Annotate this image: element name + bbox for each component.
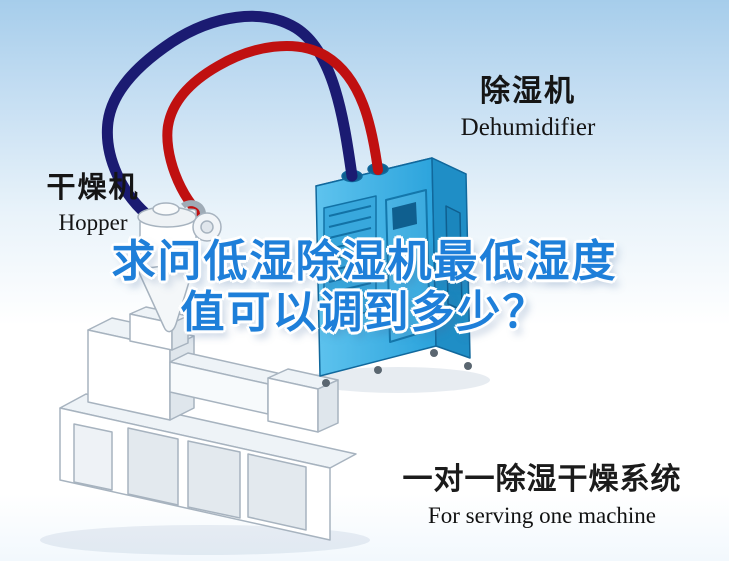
dehumidifier-label-en: Dehumidifier	[460, 114, 596, 141]
caption-cn: 一对一除湿干燥系统	[402, 463, 682, 496]
headline: 求问低湿除湿机最低湿度 值可以调到多少？	[0, 236, 729, 338]
headline-line2: 值可以调到多少？	[180, 288, 549, 337]
machine-panel-1	[127, 427, 179, 506]
hopper-unit	[135, 200, 222, 333]
dehumidifier-louvers	[328, 205, 372, 305]
hopper-cone	[135, 252, 199, 333]
dehumidifier-label: 除湿机 Dehumidifier	[440, 66, 616, 142]
machine-panel-2	[187, 440, 241, 519]
dehumidifier-display	[392, 202, 417, 230]
headline-line1: 求问低湿除湿机最低湿度	[111, 237, 618, 286]
hopper-label: 干燥机 Hopper	[30, 164, 156, 236]
hopper-cap	[152, 202, 180, 216]
hopper-label-en: Hopper	[58, 210, 128, 235]
dehumidifier-unit	[315, 157, 472, 387]
machine-panel-3	[247, 453, 307, 531]
hopper-blower-hub	[200, 220, 214, 234]
machine-shadow	[40, 525, 370, 555]
dehumidifier-label-cn: 除湿机	[480, 75, 576, 108]
caption: 一对一除湿干燥系统 For serving one machine	[401, 454, 683, 529]
extruder-machine	[59, 306, 357, 541]
caption-en: For serving one machine	[427, 503, 657, 528]
blower-pipe	[181, 200, 206, 215]
hopper-label-cn: 干燥机	[46, 172, 140, 204]
dehumidifier-side-vent	[445, 205, 463, 311]
machine-panel-small	[73, 423, 113, 491]
pipe-navy	[101, 10, 358, 228]
barrel-head-side	[317, 379, 339, 433]
dehumidifier-shadow	[306, 367, 490, 393]
dehumidifier-casters	[322, 349, 472, 387]
pipe-red	[162, 41, 383, 225]
